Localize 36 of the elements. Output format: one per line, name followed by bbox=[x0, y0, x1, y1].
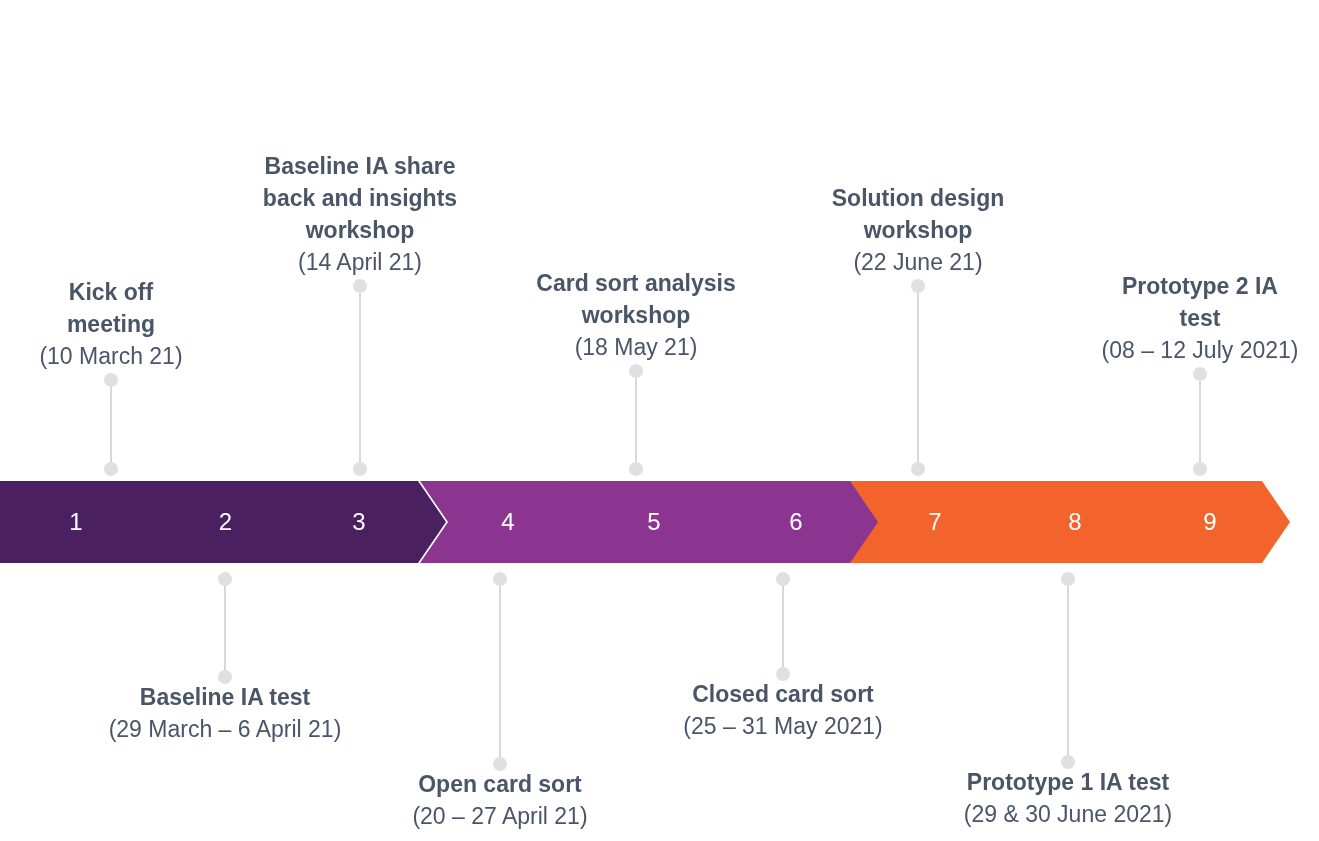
milestone-title: Closed card sort bbox=[691, 680, 875, 709]
milestone-date: (29 March – 6 April 21) bbox=[107, 715, 343, 744]
leader-line bbox=[776, 572, 790, 681]
milestone-title: Baseline IA share back and insights workshop bbox=[261, 152, 459, 245]
step-number: 4 bbox=[500, 508, 516, 536]
step-number: 9 bbox=[1202, 508, 1218, 536]
milestone-title: Baseline IA test bbox=[138, 683, 312, 712]
leader-line bbox=[493, 572, 507, 771]
milestone-title: Open card sort bbox=[417, 770, 583, 799]
milestone-date: (18 May 21) bbox=[573, 333, 699, 362]
step-number: 5 bbox=[646, 508, 662, 536]
milestone-title: Card sort analysis workshop bbox=[535, 269, 737, 330]
leader-line bbox=[1061, 572, 1075, 769]
leader-line bbox=[218, 572, 232, 684]
milestone-title: Kick off meeting bbox=[65, 278, 157, 339]
leader-line bbox=[353, 279, 367, 476]
leader-line bbox=[911, 279, 925, 476]
milestone-title: Solution design workshop bbox=[830, 184, 1006, 245]
step-number: 1 bbox=[68, 508, 84, 536]
step-number: 3 bbox=[351, 508, 367, 536]
milestone-date: (08 – 12 July 2021) bbox=[1100, 336, 1300, 365]
leader-line bbox=[629, 364, 643, 476]
milestone-title: Prototype 1 IA test bbox=[965, 768, 1171, 797]
milestone-date: (14 April 21) bbox=[297, 248, 423, 277]
leader-line bbox=[1193, 367, 1207, 476]
leader-line bbox=[104, 373, 118, 476]
milestone-title: Prototype 2 IA test bbox=[1121, 272, 1279, 333]
step-number: 7 bbox=[927, 508, 943, 536]
milestone-date: (29 & 30 June 2021) bbox=[962, 800, 1174, 829]
milestone-date: (25 – 31 May 2021) bbox=[682, 712, 884, 741]
milestone-date: (10 March 21) bbox=[38, 342, 184, 371]
milestone-date: (20 – 27 April 21) bbox=[411, 802, 589, 831]
step-number: 6 bbox=[788, 508, 804, 536]
step-number: 8 bbox=[1067, 508, 1083, 536]
step-number: 2 bbox=[217, 508, 234, 536]
milestone-date: (22 June 21) bbox=[852, 248, 984, 277]
